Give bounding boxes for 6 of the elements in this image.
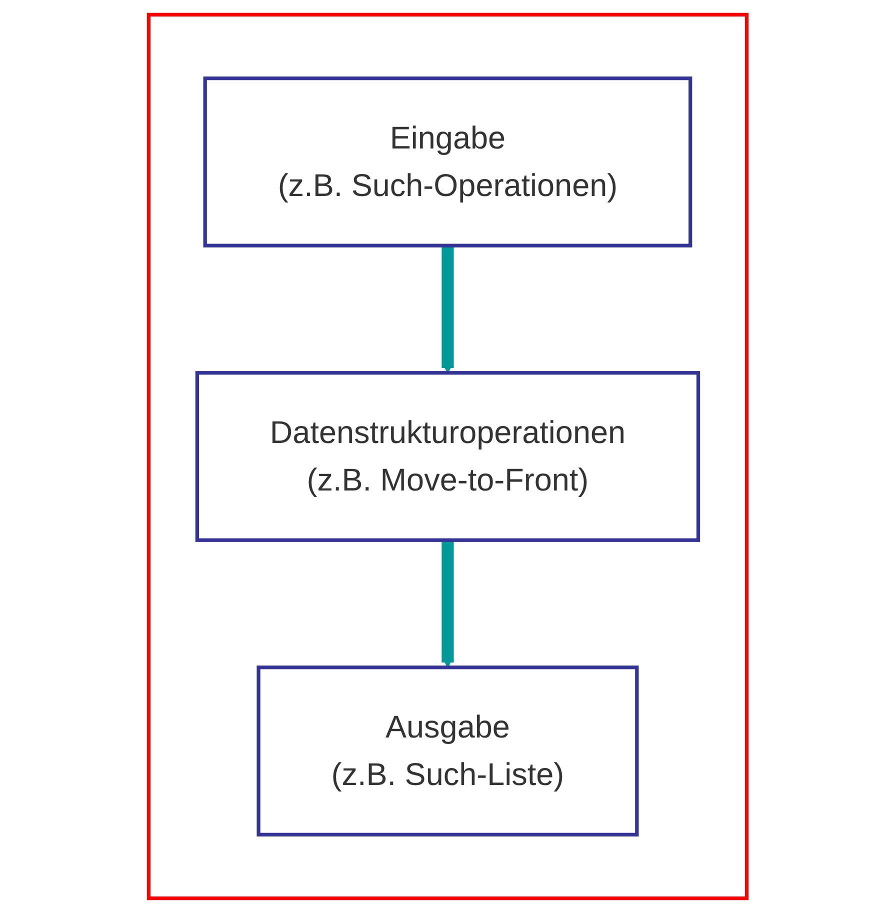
node-box: Eingabe (z.B. Such-Operationen) — [203, 76, 692, 248]
node-box: Ausgabe (z.B. Such-Liste) — [256, 666, 638, 836]
arrow — [441, 246, 454, 374]
arrow — [441, 540, 454, 668]
cluster — [146, 12, 748, 900]
node-box: Datenstrukturoperationen (z.B. Move-to-Front) — [195, 371, 700, 542]
